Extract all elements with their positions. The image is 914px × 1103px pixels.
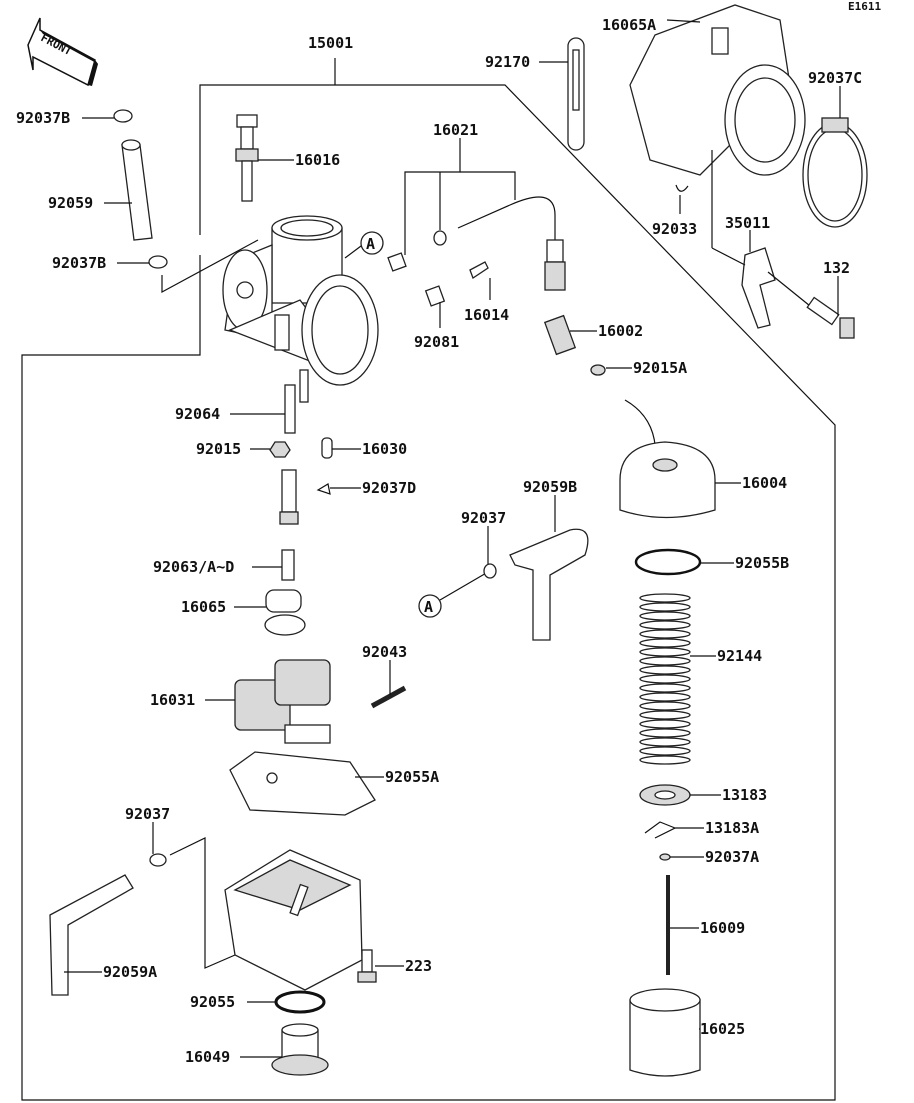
label-16004: 16004 <box>742 474 787 492</box>
label-16025: 16025 <box>700 1020 745 1038</box>
svg-text:A: A <box>424 598 433 616</box>
label-92037d: 92037D <box>362 479 416 497</box>
label-92037a: 92037A <box>705 848 759 866</box>
spring-coil <box>639 710 691 720</box>
diagram-code: E1611 <box>848 0 881 13</box>
spring-coil <box>639 728 691 738</box>
label-92037b-lower: 92037B <box>52 254 106 272</box>
label-92037-bowl: 92037 <box>125 805 170 823</box>
label-92015a: 92015A <box>633 359 687 377</box>
spring-coil <box>639 647 691 657</box>
part-labels: 15001 92037B 92059 92037B 16016 16021 16… <box>16 16 862 1066</box>
label-92081: 92081 <box>414 333 459 351</box>
spring-coil <box>639 692 691 702</box>
spring-coil <box>639 656 691 666</box>
label-92015: 92015 <box>196 440 241 458</box>
spring-coil <box>639 683 691 693</box>
svg-text:A: A <box>366 235 375 253</box>
front-arrow-icon: FRONT <box>27 17 98 87</box>
spring-coil <box>639 593 691 603</box>
spring-coil <box>639 746 691 756</box>
label-92037b: 92037B <box>16 109 70 127</box>
label-92059: 92059 <box>48 194 93 212</box>
label-92144: 92144 <box>717 647 762 665</box>
label-92170: 92170 <box>485 53 530 71</box>
label-16002: 16002 <box>598 322 643 340</box>
label-13183a: 13183A <box>705 819 759 837</box>
label-16014: 16014 <box>464 306 509 324</box>
reference-marker-a: A <box>344 231 384 259</box>
label-92055b: 92055B <box>735 554 789 572</box>
label-92043: 92043 <box>362 643 407 661</box>
spring-coil <box>639 611 691 621</box>
label-92033: 92033 <box>652 220 697 238</box>
spring-coil <box>639 602 691 612</box>
label-92055a: 92055A <box>385 768 439 786</box>
label-35011: 35011 <box>725 214 770 232</box>
spring-coil <box>639 719 691 729</box>
spring-coil <box>639 674 691 684</box>
spring-coil <box>639 629 691 639</box>
label-13183: 13183 <box>722 786 767 804</box>
label-223: 223 <box>405 957 432 975</box>
label-16065a: 16065A <box>602 16 656 34</box>
spring-coil <box>639 755 691 765</box>
label-92064: 92064 <box>175 405 220 423</box>
label-16009: 16009 <box>700 919 745 937</box>
spring-coil <box>639 638 691 648</box>
spring-coil <box>639 620 691 630</box>
reference-marker-a-hose: A <box>418 571 489 618</box>
label-92059a: 92059A <box>103 963 157 981</box>
spring-coil <box>639 737 691 747</box>
spring-coil <box>639 665 691 675</box>
label-16016: 16016 <box>295 151 340 169</box>
label-16030: 16030 <box>362 440 407 458</box>
label-15001: 15001 <box>308 34 353 52</box>
label-16021: 16021 <box>433 121 478 139</box>
label-92037c: 92037C <box>808 69 862 87</box>
leader-lines <box>64 19 841 1058</box>
label-92055: 92055 <box>190 993 235 1011</box>
label-92059b: 92059B <box>523 478 577 496</box>
spring-coil <box>639 701 691 711</box>
parts <box>49 4 868 1077</box>
label-16031: 16031 <box>150 691 195 709</box>
label-16065: 16065 <box>181 598 226 616</box>
assembly-frame-15001 <box>21 58 836 1101</box>
label-132: 132 <box>823 259 850 277</box>
label-92063-a-d: 92063/A~D <box>153 558 234 576</box>
label-92037-hose: 92037 <box>461 509 506 527</box>
label-16049: 16049 <box>185 1048 230 1066</box>
spring-92144 <box>639 593 691 765</box>
